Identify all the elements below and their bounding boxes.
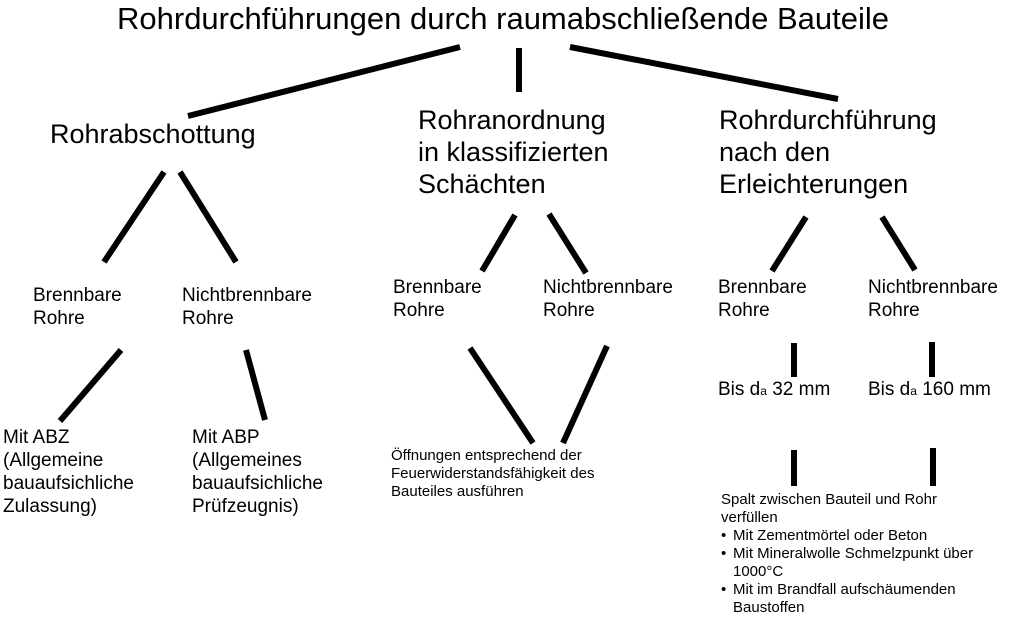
node-abschottung-nichtbrennbare-rohre: Nichtbrennbare Rohre [182,285,312,329]
connector-schaechte-brennbar [479,213,518,273]
node-spalt-verfuellen: Spalt zwischen Bauteil und Rohr verfülle… [721,491,973,617]
heading-rohrabschottung: Rohrabschottung [50,119,256,149]
node-bis-da-32-mm: Bis da 32 mm [718,379,831,400]
bullet-item: Mit Zementmörtel oder Beton [721,527,973,545]
node-erleichterungen-brennbare-rohre: Brennbare Rohre [718,277,807,321]
node-mit-abp: Mit ABP (Allgemeines bauaufsichliche Prü… [192,427,323,517]
connector-title-erleichterungen [569,44,839,102]
connector-title-abschottung [187,44,461,119]
connector-erleichterungen-brennbar [769,215,809,273]
connector-brennbar-abz [57,348,124,423]
node-schaechte-brennbare-rohre: Brennbare Rohre [393,277,482,321]
bullet-item: Mit im Brandfall aufschäumenden Baustoff… [721,581,973,617]
spalt-bullet-list: Mit Zementmörtel oder Beton Mit Mineralw… [721,527,973,617]
diagram-title: Rohrdurchführungen durch raumabschließen… [117,1,890,36]
bullet-item: Mit Mineralwolle Schmelzpunkt über 1000°… [721,545,973,581]
connector-brennbar-oeffnungen [467,346,536,445]
heading-rohranordnung-schaechte: Rohranordnung in klassifizierten Schächt… [418,105,609,199]
node-abschottung-brennbare-rohre: Brennbare Rohre [33,285,122,329]
connector-nichtbrennbar-abp [243,349,268,421]
node-oeffnungen: Öffnungen entsprechend der Feuerwidersta… [391,447,595,500]
connector-nichtbrennbar-oeffnungen [560,344,610,445]
heading-rohrdurchfuehrung-erleichterungen: Rohrdurchführung nach den Erleichterunge… [719,105,937,199]
node-erleichterungen-nichtbrennbare-rohre: Nichtbrennbare Rohre [868,277,998,321]
node-mit-abz: Mit ABZ (Allgemeine bauaufsichliche Zula… [3,427,134,517]
node-bis-da-160-mm: Bis da 160 mm [868,379,991,400]
connector-erleichterungen-nichtbrennbar [879,215,918,272]
connector-schaechte-nichtbrennbar [546,212,589,275]
connector-abschottung-brennbar [101,170,167,264]
connector-abschottung-nichtbrennbar [177,170,239,264]
spalt-text: Spalt zwischen Bauteil und Rohr verfülle… [721,491,937,526]
node-schaechte-nichtbrennbare-rohre: Nichtbrennbare Rohre [543,277,673,321]
